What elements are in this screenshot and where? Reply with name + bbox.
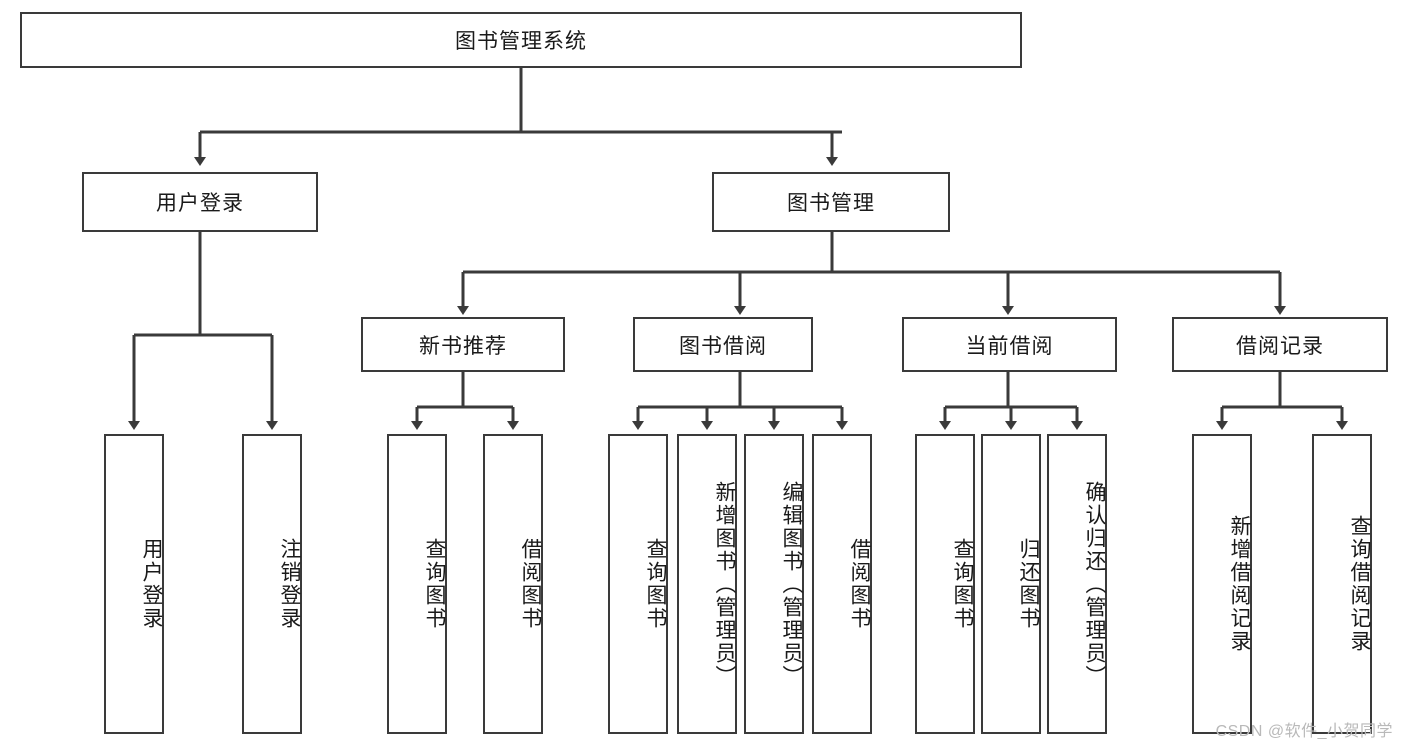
node-leaf-user-logout[interactable]: 注销登录 (242, 434, 302, 734)
leaf-label: 归还图书 (1017, 538, 1040, 630)
node-leaf-edit-book[interactable]: 编辑图书（管理员） (744, 434, 804, 734)
node-borrow-record[interactable]: 借阅记录 (1172, 317, 1388, 372)
leaf-label: 新增图书（管理员） (713, 480, 736, 688)
leaf-label: 编辑图书（管理员） (780, 480, 803, 688)
node-leaf-borrow-book-2[interactable]: 借阅图书 (812, 434, 872, 734)
node-leaf-add-book[interactable]: 新增图书（管理员） (677, 434, 737, 734)
leaf-label: 查询借阅记录 (1348, 515, 1371, 653)
leaf-label: 注销登录 (278, 538, 301, 630)
node-current-borrow[interactable]: 当前借阅 (902, 317, 1117, 372)
node-leaf-query-record[interactable]: 查询借阅记录 (1312, 434, 1372, 734)
leaf-label: 查询图书 (423, 538, 446, 630)
node-leaf-query-book-3[interactable]: 查询图书 (915, 434, 975, 734)
node-leaf-query-book-2[interactable]: 查询图书 (608, 434, 668, 734)
node-new-book-recommend[interactable]: 新书推荐 (361, 317, 565, 372)
node-leaf-confirm-return[interactable]: 确认归还（管理员） (1047, 434, 1107, 734)
node-leaf-return-book[interactable]: 归还图书 (981, 434, 1041, 734)
node-leaf-user-login[interactable]: 用户登录 (104, 434, 164, 734)
node-user-login[interactable]: 用户登录 (82, 172, 318, 232)
node-leaf-add-record[interactable]: 新增借阅记录 (1192, 434, 1252, 734)
node-book-manage[interactable]: 图书管理 (712, 172, 950, 232)
leaf-label: 确认归还（管理员） (1083, 480, 1106, 688)
node-leaf-borrow-book-1[interactable]: 借阅图书 (483, 434, 543, 734)
node-root-system[interactable]: 图书管理系统 (20, 12, 1022, 68)
node-book-borrow[interactable]: 图书借阅 (633, 317, 813, 372)
leaf-label: 用户登录 (140, 538, 163, 630)
leaf-label: 查询图书 (951, 538, 974, 630)
leaf-label: 新增借阅记录 (1228, 515, 1251, 653)
leaf-label: 借阅图书 (519, 538, 542, 630)
leaf-label: 查询图书 (644, 538, 667, 630)
node-leaf-query-book-1[interactable]: 查询图书 (387, 434, 447, 734)
leaf-label: 借阅图书 (848, 538, 871, 630)
